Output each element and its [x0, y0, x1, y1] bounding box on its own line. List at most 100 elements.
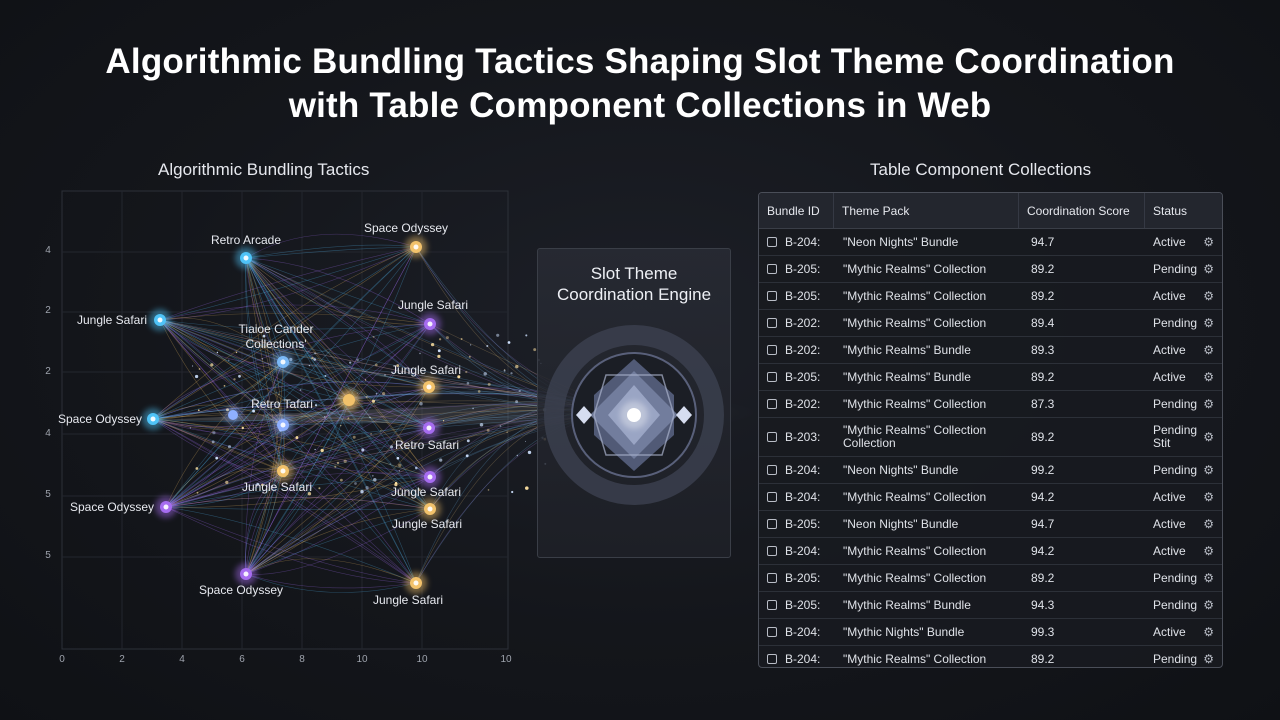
column-header-coordination-score[interactable]: Coordination Score — [1019, 193, 1145, 228]
theme-pack-cell: "Neon Nights" Bundle — [843, 462, 959, 477]
gear-icon[interactable]: ⚙ — [1203, 462, 1214, 477]
row-checkbox[interactable] — [767, 264, 777, 274]
gear-icon[interactable]: ⚙ — [1203, 429, 1214, 444]
bundle-id-cell: B-204: — [759, 544, 834, 558]
status-text: Pending — [1153, 261, 1198, 276]
gear-icon[interactable]: ⚙ — [1203, 261, 1214, 276]
row-checkbox[interactable] — [767, 432, 777, 442]
theme-pack-cell: "Mythic Realms" Collection — [843, 570, 987, 585]
bundle-table: Bundle ID Theme Pack Coordination Score … — [758, 192, 1223, 668]
row-checkbox[interactable] — [767, 399, 777, 409]
theme-pack-cell: "Mythic Realms" Collection — [843, 543, 987, 558]
theme-pack-cell: "Mythic Realms" Collection — [843, 489, 987, 504]
bundle-id-cell: B-204: — [759, 463, 834, 477]
coordination-score-cell: 94.3 — [1031, 598, 1055, 612]
column-header-bundle-id[interactable]: Bundle ID — [759, 193, 834, 228]
gear-icon[interactable]: ⚙ — [1203, 396, 1214, 411]
row-checkbox[interactable] — [767, 492, 777, 502]
row-checkbox[interactable] — [767, 627, 777, 637]
bundle-id-cell: B-205: — [759, 370, 834, 384]
left-panel-title: Algorithmic Bundling Tactics — [158, 160, 370, 179]
row-checkbox[interactable] — [767, 546, 777, 556]
gear-icon[interactable]: ⚙ — [1203, 597, 1214, 612]
graph-node[interactable] — [272, 414, 294, 436]
row-checkbox[interactable] — [767, 345, 777, 355]
bundle-id-cell: B-204: — [759, 625, 834, 639]
gear-icon[interactable]: ⚙ — [1203, 288, 1214, 303]
node-label: Tiaioe Cander — [239, 322, 314, 336]
coordination-score-cell: 99.2 — [1031, 463, 1055, 477]
gear-icon[interactable]: ⚙ — [1203, 651, 1214, 666]
row-checkbox[interactable] — [767, 318, 777, 328]
gear-icon[interactable]: ⚙ — [1203, 516, 1214, 531]
graph-node[interactable] — [149, 309, 171, 331]
gear-icon[interactable]: ⚙ — [1203, 315, 1214, 330]
status-cell: Active⚙ — [1145, 516, 1222, 531]
bundle-id-cell: B-205: — [759, 571, 834, 585]
graph-node[interactable] — [405, 572, 427, 594]
graph-node[interactable] — [419, 498, 441, 520]
gear-icon[interactable]: ⚙ — [1203, 489, 1214, 504]
status-cell: Active⚙ — [1145, 234, 1222, 249]
graph-node[interactable] — [405, 236, 427, 258]
theme-pack-cell: "Neon Nights" Bundle — [843, 234, 959, 249]
column-header-status[interactable]: Status — [1153, 203, 1188, 218]
graph-node[interactable] — [142, 408, 164, 430]
gear-icon[interactable]: ⚙ — [1203, 234, 1214, 249]
graph-node[interactable] — [418, 417, 440, 439]
node-label: Collections' — [246, 337, 307, 351]
graph-node[interactable] — [235, 247, 257, 269]
gear-icon[interactable]: ⚙ — [1203, 369, 1214, 384]
row-checkbox[interactable] — [767, 237, 777, 247]
gear-icon[interactable]: ⚙ — [1203, 570, 1214, 585]
row-checkbox[interactable] — [767, 465, 777, 475]
status-text: Active — [1153, 624, 1186, 639]
theme-pack-cell: "Mythic Realms" Collection Collection — [843, 423, 987, 450]
status-cell: Pending⚙ — [1145, 570, 1222, 585]
row-checkbox[interactable] — [767, 654, 777, 664]
row-checkbox[interactable] — [767, 573, 777, 583]
theme-pack-cell: "Mythic Realms" Bundle — [843, 597, 971, 612]
row-checkbox[interactable] — [767, 372, 777, 382]
status-text: Active — [1153, 342, 1186, 357]
bundle-id-cell: B-205: — [759, 517, 834, 531]
node-label: Jungle Safari — [392, 517, 462, 531]
status-cell: Pending ⚙ — [1145, 261, 1222, 276]
graph-node[interactable] — [272, 460, 294, 482]
graph-node[interactable] — [272, 351, 294, 373]
bundle-id: B-202: — [785, 397, 821, 411]
table-row[interactable]: B-203:"Mythic Realms" Collection Collect… — [759, 418, 1222, 457]
column-header-theme-pack[interactable]: Theme Pack — [834, 193, 1019, 228]
gear-icon[interactable]: ⚙ — [1203, 342, 1214, 357]
graph-node[interactable] — [419, 466, 441, 488]
row-checkbox[interactable] — [767, 519, 777, 529]
graph-node[interactable] — [155, 496, 177, 518]
theme-pack-cell: "Neon Nights" Bundle — [843, 516, 959, 531]
gear-icon[interactable]: ⚙ — [1203, 624, 1214, 639]
graph-node[interactable] — [235, 563, 257, 585]
theme-pack-cell: "Mythic Realms" Collection — [843, 315, 987, 330]
gear-icon[interactable]: ⚙ — [1203, 543, 1214, 558]
node-label: Jungle Safari — [391, 363, 461, 377]
row-checkbox[interactable] — [767, 291, 777, 301]
status-text: Active — [1153, 288, 1186, 303]
row-checkbox[interactable] — [767, 600, 777, 610]
graph-node[interactable] — [418, 376, 440, 398]
graph-node[interactable] — [419, 313, 441, 335]
